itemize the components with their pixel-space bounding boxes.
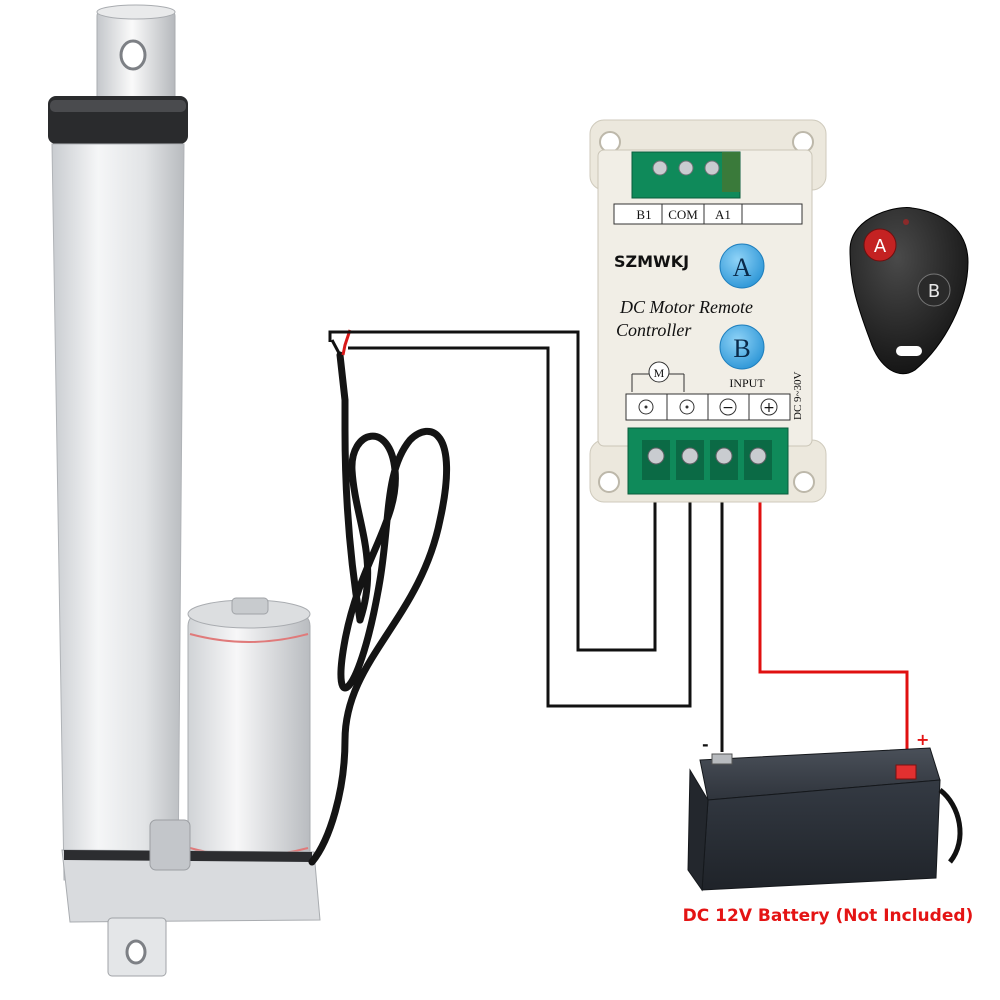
bottom-right-screw-hole [793,471,815,493]
motor-red-line-top [189,633,309,643]
controller-button-b[interactable] [719,324,765,370]
actuator-rod-end [96,4,176,20]
remote-button-b-label: B [928,281,940,302]
motor-symbol-circle [648,361,670,383]
remote-led [903,219,909,225]
terminal-com-label: COM [668,207,698,222]
top-terminal-screw-3 [704,160,720,176]
battery-plus-label: + [916,730,929,749]
input-plus-circle [760,398,778,416]
battery-handle [938,788,963,864]
battery-positive-wire [758,460,909,772]
battery: - + DC 12V Battery (Not Included) [683,730,974,926]
top-label-strip [613,203,803,225]
motor-symbol-letter: M [654,366,665,380]
actuator-tube [51,143,185,881]
motor-terminal-dot-2 [685,405,689,409]
controller-brand: SZMWKJ [614,252,689,271]
controller-button-a-label: A [733,253,752,282]
collar-highlight [50,100,186,112]
remote-button-a-label: A [874,236,887,257]
voltage-label: DC 9~30V [792,372,804,420]
remote-button-b[interactable] [917,273,951,307]
remote-fob: A B [849,207,969,375]
bottom-screw-2[interactable] [681,447,699,465]
battery-positive-terminal [895,764,917,780]
motor-controller: B1 COM A1 SZMWKJ A DC Motor Remote Contr… [589,119,827,503]
controller-title-line1: DC Motor Remote [619,297,753,317]
linear-actuator [48,4,451,977]
battery-negative-terminal [711,753,733,765]
bottom-mount-hole [125,939,147,965]
top-left-screw-hole [599,131,621,153]
battery-minus-label: - [702,735,709,754]
motor-terminal-dot-1 [644,405,648,409]
motor-shaft-cap [231,597,269,615]
motor-terminal-symbol-1 [638,399,654,415]
battery-caption: DC 12V Battery (Not Included) [683,906,974,926]
actuator-motor [187,611,311,881]
pcb-edge [722,152,740,192]
motor-wire-2 [348,346,692,708]
top-right-screw-hole [792,131,814,153]
bottom-screw-1[interactable] [647,447,665,465]
input-plus-symbol: + [763,400,775,416]
bottom-screw-4[interactable] [749,447,767,465]
terminal-b1-label: B1 [636,207,651,222]
battery-side [687,768,709,892]
top-terminal-screw-1 [652,160,668,176]
actuator-cable [308,428,451,866]
wiring [328,330,909,772]
input-minus-symbol: − [722,400,734,416]
controller-button-a[interactable] [719,243,765,289]
lead-wire-black [330,339,342,356]
remote-button-a[interactable] [863,228,897,262]
input-minus-circle [719,398,737,416]
bottom-left-screw-hole [598,471,620,493]
input-label: INPUT [729,376,765,390]
gear-housing [61,849,321,923]
housing-bracket [149,819,191,871]
motor-terminal-symbol-2 [679,399,695,415]
remote-keyring-hole [896,346,922,356]
controller-button-b-label: B [733,334,750,363]
top-terminal-screw-2 [678,160,694,176]
terminal-a1-label: A1 [715,207,731,222]
motor-wire-1 [328,330,657,652]
actuator-cable-lead [336,351,364,624]
lead-wire-red [341,329,352,356]
top-mount-hole [119,39,147,71]
controller-title-line2: Controller [616,320,692,340]
bottom-screw-3[interactable] [715,447,733,465]
